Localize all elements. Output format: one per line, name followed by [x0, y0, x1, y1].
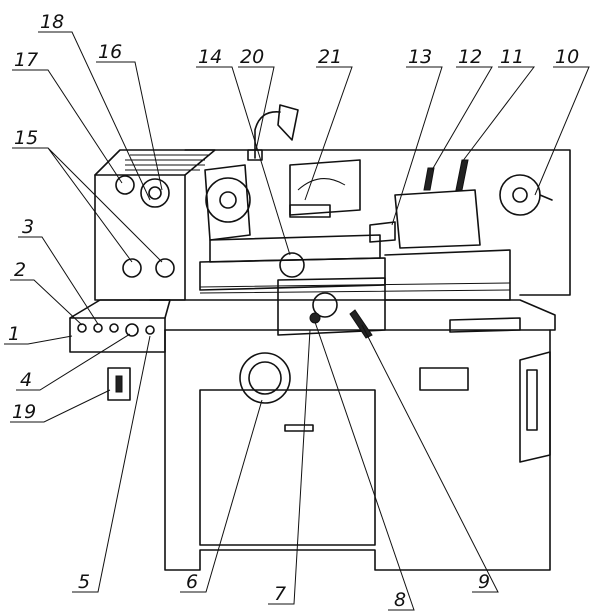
tailstock-handwheel: [499, 174, 541, 216]
callout-16: 16: [98, 41, 122, 63]
callout-20: 20: [240, 46, 264, 68]
apron: [277, 277, 386, 336]
bed: [199, 159, 553, 333]
control-panel: [69, 299, 171, 401]
plate: [419, 367, 469, 391]
callout-5: 5: [78, 571, 90, 593]
handwheel: [239, 352, 291, 404]
carriage: [199, 159, 386, 404]
callout-9: 9: [478, 571, 490, 593]
tailstock: [394, 189, 481, 249]
callout-8: 8: [394, 589, 406, 611]
callout-1: 1: [8, 323, 20, 345]
side-door: [519, 351, 551, 463]
drawer-handle: [284, 424, 314, 432]
leader-lines: [4, 31, 590, 611]
headstock: [94, 149, 571, 301]
lathe-base-cabinet: [149, 299, 556, 571]
callout-21: 21: [318, 46, 342, 68]
callout-13: 13: [408, 46, 432, 68]
callout-2: 2: [14, 259, 26, 281]
callout-18: 18: [40, 11, 64, 33]
chuck: [204, 164, 251, 241]
callout-4: 4: [20, 369, 32, 391]
callout-7: 7: [274, 583, 286, 605]
callout-labels: 18 17 16 15 3 2 1 4 19 5 6 7 8 9 14 20 2…: [8, 11, 579, 611]
callout-6: 6: [186, 571, 198, 593]
callout-15: 15: [14, 127, 38, 149]
callout-14: 14: [198, 46, 222, 68]
callout-12: 12: [458, 46, 482, 68]
chip-guard: [289, 159, 361, 216]
callout-17: 17: [14, 49, 38, 71]
callout-3: 3: [22, 216, 34, 238]
lamp: [247, 104, 299, 161]
callout-10: 10: [555, 46, 579, 68]
callout-19: 19: [12, 401, 36, 423]
callout-11: 11: [500, 46, 524, 68]
switch: [107, 367, 131, 401]
